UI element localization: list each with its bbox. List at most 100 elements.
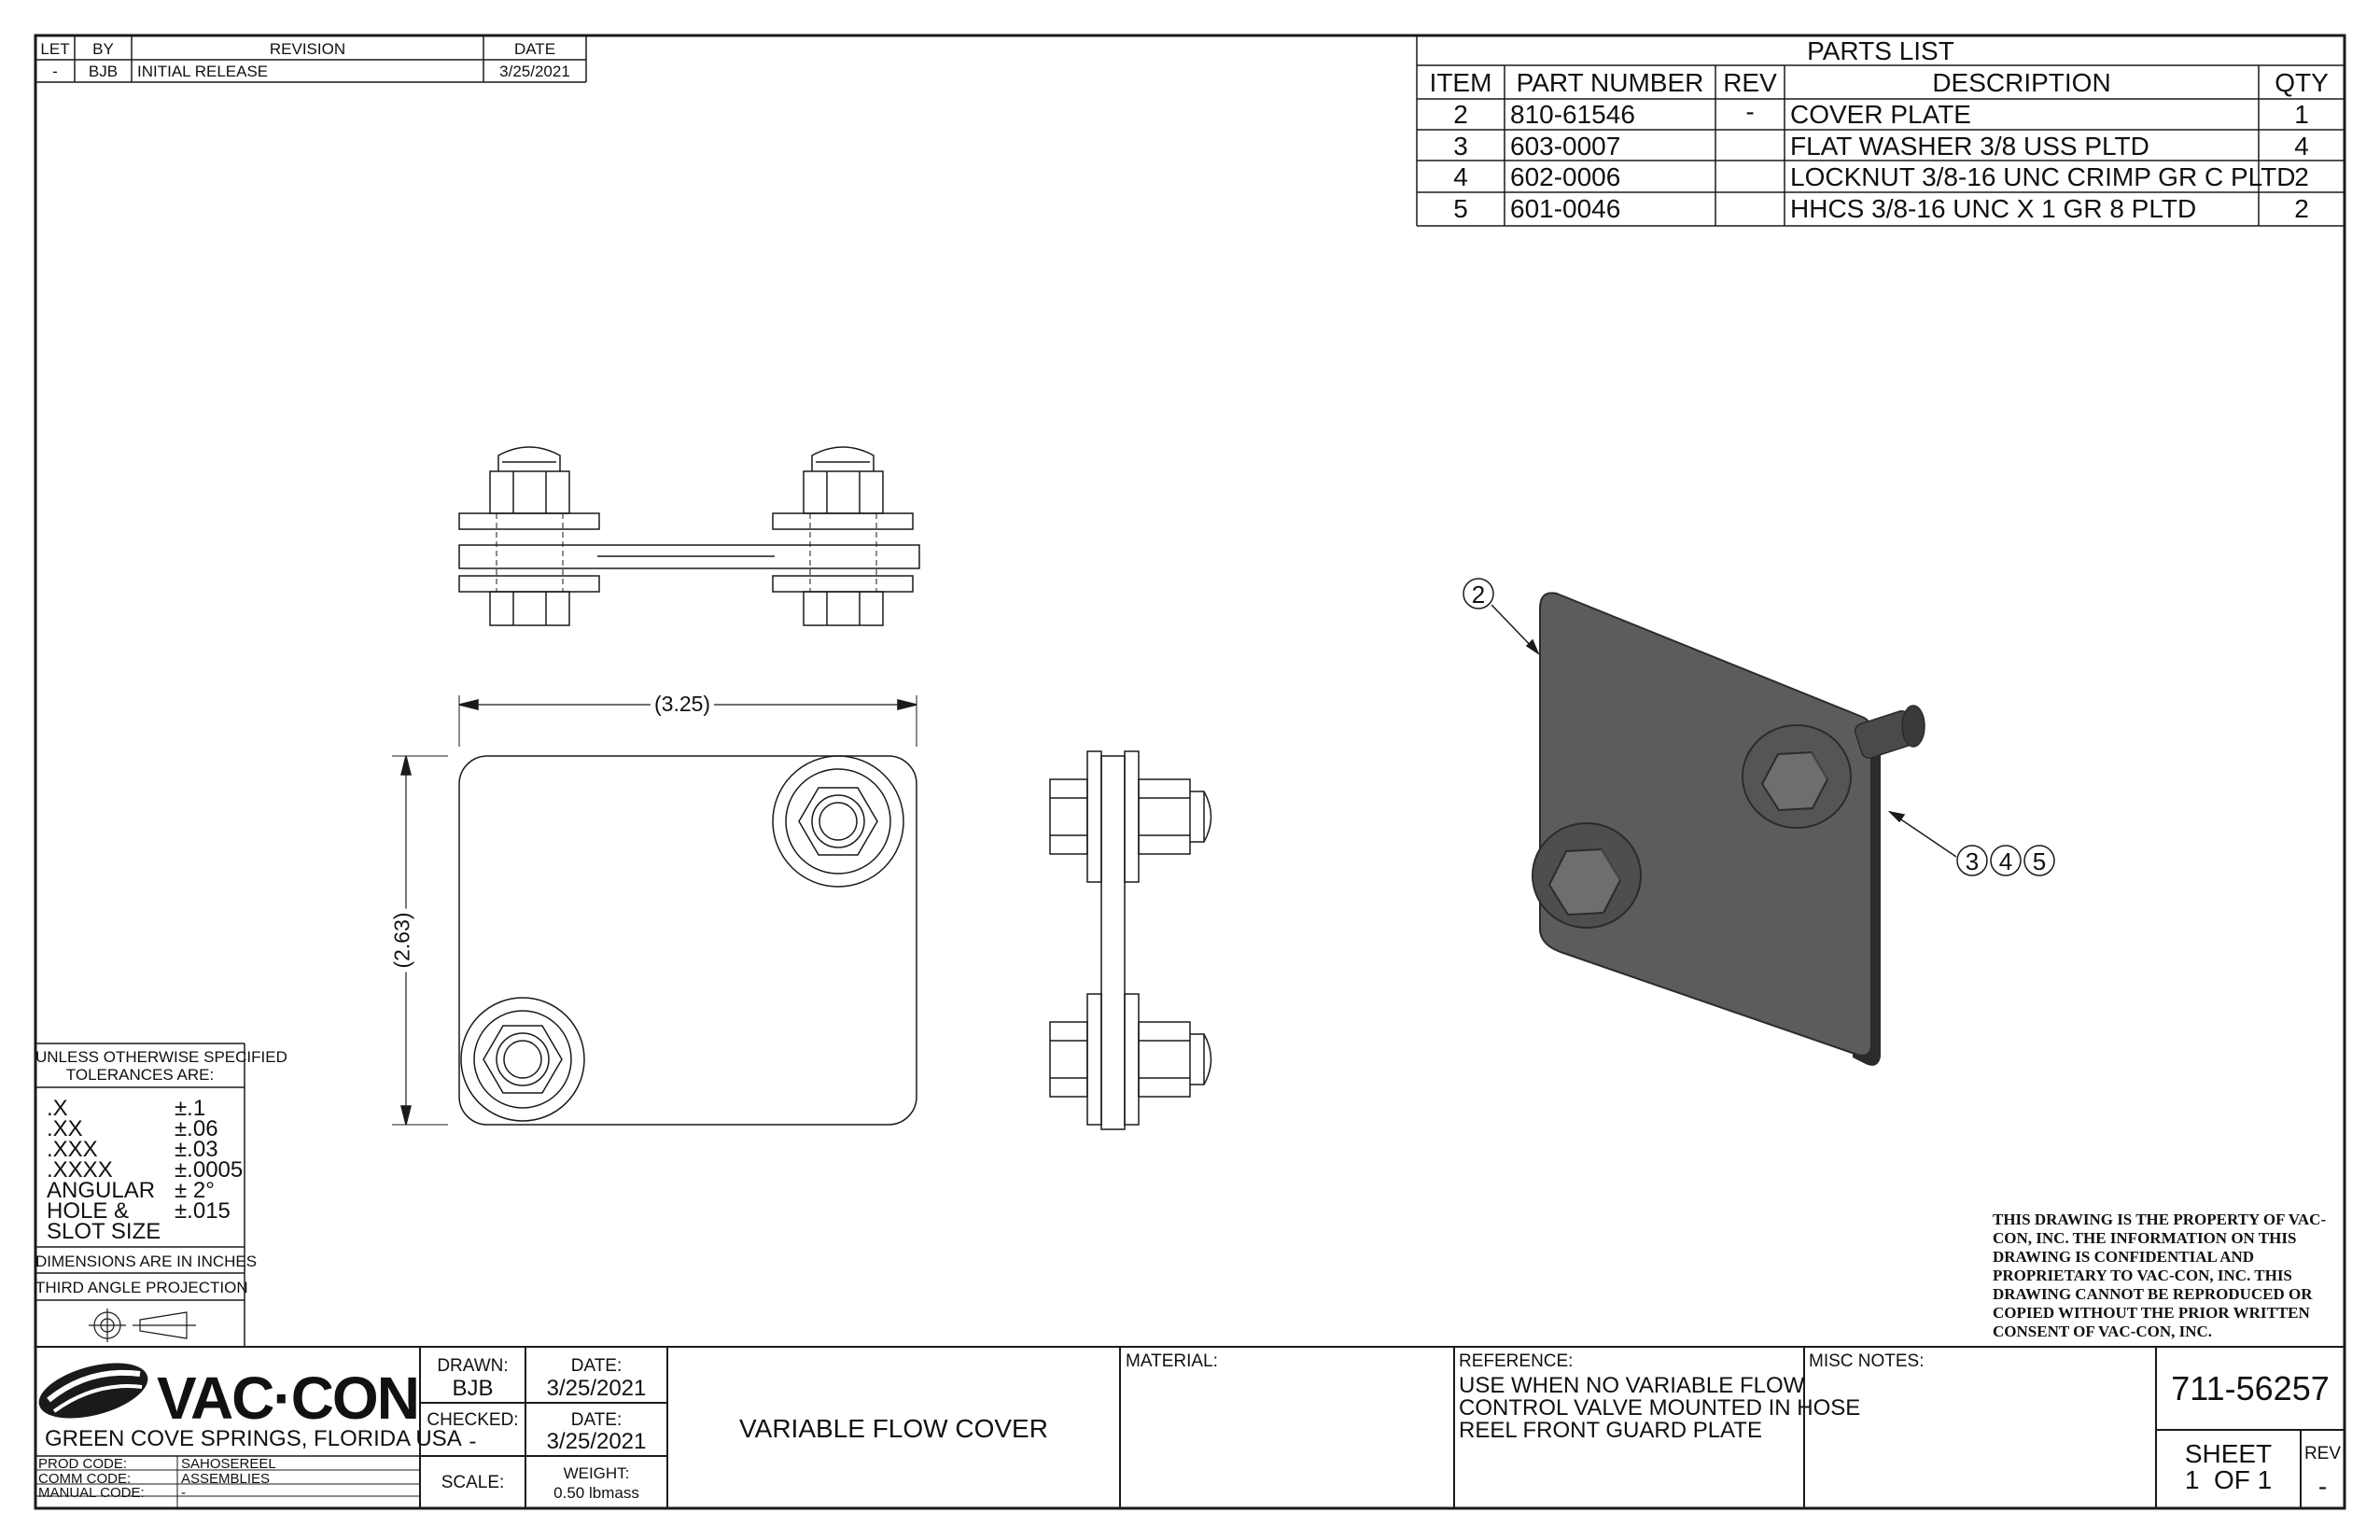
- left-fastener: [1532, 822, 1642, 929]
- parts-description: COVER PLATE: [1790, 100, 1971, 129]
- checked-date-value: 3/25/2021: [546, 1429, 647, 1454]
- rev-label: REV: [2303, 1444, 2342, 1463]
- dimension-width: (3.25): [651, 693, 715, 715]
- rear-stud: [1854, 705, 1925, 760]
- parts-header-item: ITEM: [1429, 68, 1492, 97]
- sheet-value: 1 OF 1: [2184, 1465, 2273, 1494]
- balloon-item-4: [1990, 845, 2022, 876]
- drawn-value: BJB: [452, 1376, 494, 1401]
- comm-code-value: ASSEMBLIES: [181, 1471, 271, 1487]
- title-block-grid: [35, 1346, 2345, 1508]
- tolerance-label: SLOT SIZE: [47, 1219, 161, 1244]
- rev-header-date: DATE: [513, 40, 556, 58]
- tolerance-value: ±.0005: [175, 1157, 244, 1183]
- tolerance-label: .XXXX: [47, 1157, 113, 1183]
- parts-part-number: 810-61546: [1510, 100, 1635, 129]
- tolerance-label: .XX: [47, 1116, 83, 1141]
- top-view: [458, 446, 920, 626]
- rev-row-revision: INITIAL RELEASE: [137, 63, 269, 80]
- rev-value: -: [2317, 1472, 2328, 1501]
- parts-part-number: 602-0006: [1510, 162, 1621, 191]
- parts-description: LOCKNUT 3/8-16 UNC CRIMP GR C PLTD: [1790, 162, 2296, 191]
- tolerance-label: ANGULAR: [47, 1178, 156, 1203]
- tolerance-value: ±.015: [175, 1198, 231, 1224]
- front-view: [392, 695, 917, 1126]
- tolerance-label: .X: [47, 1096, 68, 1121]
- parts-header-part-number: PART NUMBER: [1516, 68, 1704, 97]
- parts-item: 4: [1453, 162, 1468, 191]
- rev-header-let: LET: [40, 40, 70, 58]
- balloon-item-3: [1956, 845, 1988, 876]
- parts-list-grid: [1416, 35, 2345, 227]
- tolerance-label: HOLE &: [47, 1198, 130, 1224]
- units-note: DIMENSIONS ARE IN INCHES: [35, 1253, 258, 1270]
- parts-description: HHCS 3/8-16 UNC X 1 GR 8 PLTD: [1790, 194, 2197, 223]
- rev-header-by: BY: [92, 40, 114, 58]
- side-view: [1049, 750, 1212, 1130]
- rev-header-revision: REVISION: [269, 40, 346, 58]
- parts-header-rev: REV: [1723, 68, 1777, 97]
- rev-row-let: -: [52, 63, 58, 80]
- parts-description: FLAT WASHER 3/8 USS PLTD: [1790, 132, 2149, 161]
- manual-code-value: -: [181, 1485, 186, 1501]
- material-label: MATERIAL:: [1126, 1351, 1218, 1371]
- parts-part-number: 601-0046: [1510, 194, 1621, 223]
- projection-note: THIRD ANGLE PROJECTION: [35, 1279, 248, 1296]
- prod-code-value: SAHOSEREEL: [181, 1456, 276, 1472]
- reference-line-3: REEL FRONT GUARD PLATE: [1459, 1418, 1762, 1443]
- drawn-label: DRAWN:: [437, 1356, 509, 1376]
- balloon-label-5: 5: [2032, 847, 2047, 875]
- parts-qty: 2: [2294, 162, 2309, 191]
- parts-header-qty: QTY: [2275, 68, 2329, 97]
- manual-code-label: MANUAL CODE:: [38, 1485, 145, 1501]
- vac-con-logo-mark: [38, 1363, 148, 1419]
- parts-item: 5: [1453, 194, 1468, 223]
- parts-qty: 1: [2294, 100, 2309, 129]
- sheet-label: SHEET: [2184, 1439, 2273, 1468]
- misc-notes-label: MISC NOTES:: [1809, 1351, 1925, 1371]
- drawing-title: VARIABLE FLOW COVER: [739, 1414, 1048, 1443]
- parts-item: 2: [1453, 100, 1468, 129]
- weight-value: 0.50 lbmass: [553, 1484, 639, 1502]
- tolerance-value: ±.03: [175, 1137, 218, 1162]
- sheet-border: [34, 34, 2346, 1510]
- weight-label: WEIGHT:: [563, 1464, 630, 1482]
- drawn-date-label: DATE:: [570, 1356, 623, 1376]
- checked-label: CHECKED:: [427, 1410, 519, 1430]
- reference-line-1: USE WHEN NO VARIABLE FLOW: [1459, 1373, 1805, 1398]
- parts-qty: 2: [2294, 194, 2309, 223]
- right-fastener: [1742, 724, 1852, 829]
- revision-block-grid: [35, 35, 587, 83]
- rev-row-date: 3/25/2021: [499, 63, 570, 80]
- tolerance-value: ±.06: [175, 1116, 218, 1141]
- dimension-height: (2.63): [390, 908, 414, 973]
- checked-value: -: [469, 1429, 477, 1454]
- reference-line-2: CONTROL VALVE MOUNTED IN HOSE: [1459, 1395, 1861, 1421]
- parts-list-title: PARTS LIST: [1807, 36, 1954, 65]
- balloon-item-5: [2023, 845, 2055, 876]
- company-location: GREEN COVE SPRINGS, FLORIDA USA: [45, 1426, 462, 1451]
- balloon-label-3: 3: [1965, 847, 1980, 875]
- parts-part-number: 603-0007: [1510, 132, 1621, 161]
- company-logo-text: VAC·CON: [157, 1365, 420, 1432]
- reference-label: REFERENCE:: [1459, 1351, 1574, 1371]
- third-angle-projection-symbol: [89, 1309, 196, 1342]
- rev-row-by: BJB: [88, 63, 119, 80]
- comm-code-label: COMM CODE:: [38, 1471, 132, 1487]
- tolerance-title-line1: UNLESS OTHERWISE SPECIFIED: [35, 1048, 287, 1066]
- isometric-view: [1463, 578, 2055, 1066]
- proprietary-notice: THIS DRAWING IS THE PROPERTY OF VAC-CON,…: [1993, 1211, 2327, 1340]
- tolerance-title-line2: TOLERANCES ARE:: [65, 1066, 215, 1084]
- prod-code-label: PROD CODE:: [38, 1456, 128, 1472]
- checked-date-label: DATE:: [570, 1410, 623, 1430]
- parts-item: 3: [1453, 132, 1468, 161]
- tolerance-value: ±.1: [175, 1096, 206, 1121]
- balloon-item-2: [1463, 578, 1494, 609]
- parts-qty: 4: [2294, 132, 2309, 161]
- parts-header-description: DESCRIPTION: [1932, 68, 2111, 97]
- drawing-number: 711-56257: [2171, 1369, 2330, 1407]
- tolerance-value: ± 2°: [175, 1178, 215, 1203]
- tolerance-label: .XXX: [47, 1137, 98, 1162]
- balloon-label-2: 2: [1471, 581, 1486, 609]
